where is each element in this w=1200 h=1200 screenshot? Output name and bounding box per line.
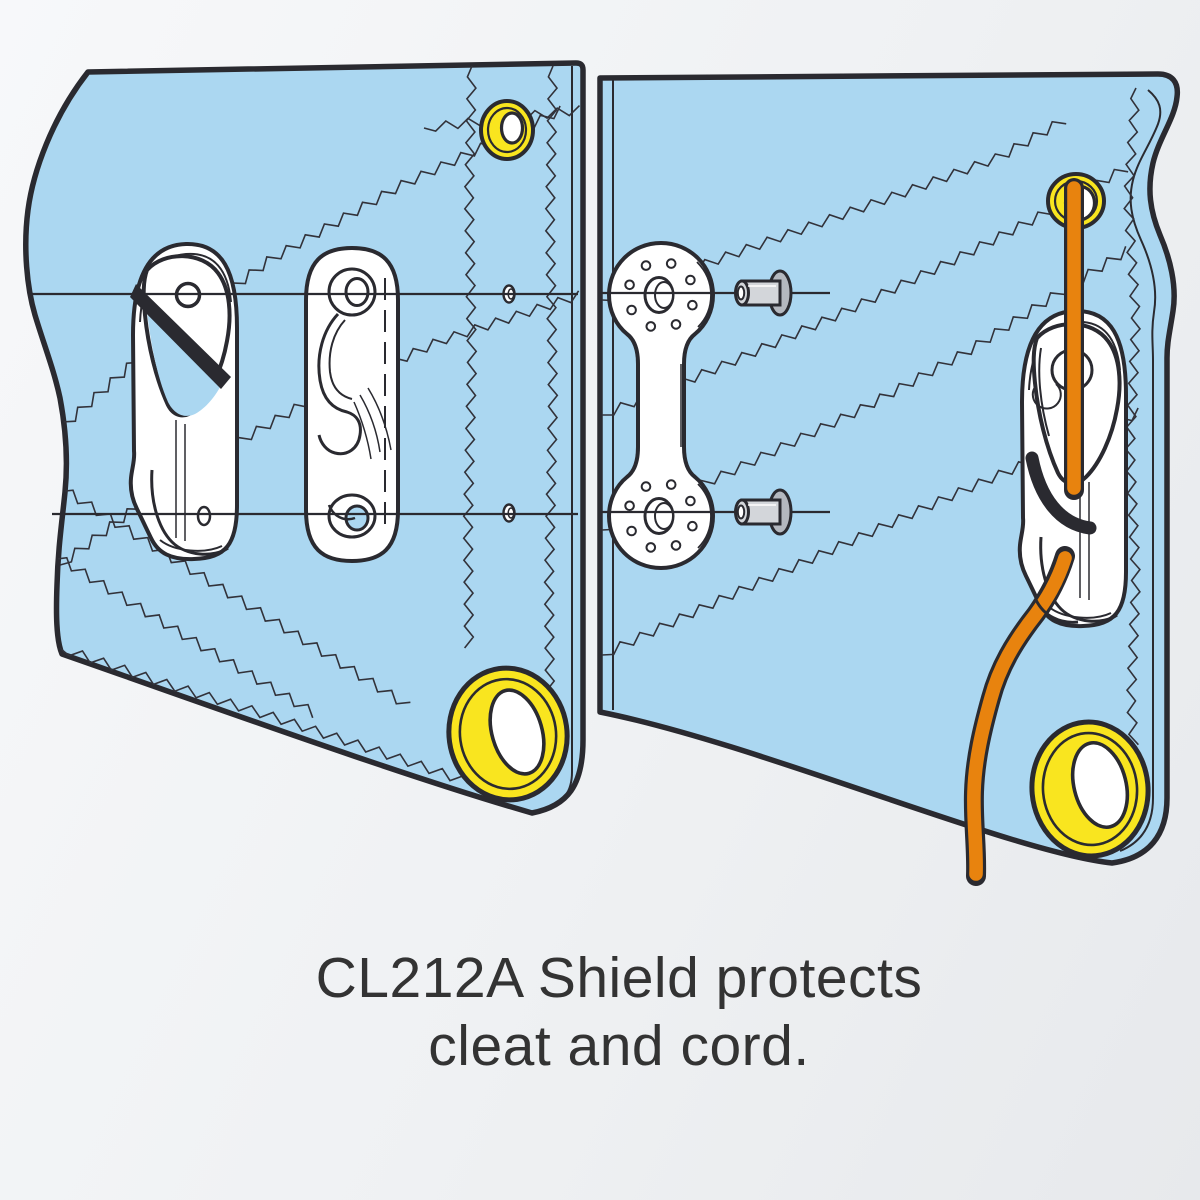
plate-small-hole: [687, 520, 698, 532]
plate-small-hole: [645, 321, 657, 332]
shield-side-view: [128, 241, 239, 562]
zigzag-stitch: [51, 481, 411, 705]
plate-small-hole: [624, 500, 635, 512]
plate-small-hole: [626, 304, 637, 316]
cord: [963, 178, 1097, 886]
caption: CL212A Shield protects cleat and cord.: [0, 944, 1200, 1080]
zigzag-stitch: [59, 647, 464, 782]
plate-small-hole: [685, 495, 696, 507]
shield-opening-shadow: [130, 284, 231, 389]
cleat-side-view: [304, 246, 400, 563]
stitching-left-panel: [45, 65, 581, 782]
zigzag-stitch: [462, 65, 478, 649]
plate-small-hole: [645, 542, 657, 553]
sail-panel-right: [597, 71, 1181, 866]
plate-small-hole: [665, 258, 677, 269]
rivet-bottom: [734, 488, 793, 536]
plate-small-hole: [640, 481, 652, 492]
backing-plate: [607, 241, 715, 570]
hem-lines: [545, 66, 1162, 852]
plate-small-hole: [687, 299, 698, 311]
plate-small-hole: [670, 540, 682, 551]
grommet-clew-right: [1029, 719, 1151, 859]
zigzag-stitch: [47, 105, 561, 441]
zigzag-stitch: [602, 168, 1129, 416]
caption-line2: cleat and cord.: [428, 1014, 810, 1078]
plate-small-hole: [665, 479, 677, 490]
shield-shadow-arc: [1025, 451, 1097, 535]
grommet-clew-left: [446, 665, 570, 803]
zigzag-stitch: [543, 65, 559, 715]
assembled-shield: [963, 178, 1128, 886]
rivet-top: [734, 269, 793, 317]
grommet-top-left: [479, 99, 535, 161]
zigzag-stitch: [45, 549, 314, 719]
plate-small-hole: [670, 319, 682, 330]
zigzag-stitch: [1123, 87, 1142, 746]
caption-line1: CL212A Shield protects: [315, 946, 923, 1010]
plate-small-hole: [685, 274, 696, 286]
plate-small-hole: [624, 279, 635, 291]
plate-small-hole: [626, 525, 637, 537]
plate-small-hole: [640, 260, 652, 271]
